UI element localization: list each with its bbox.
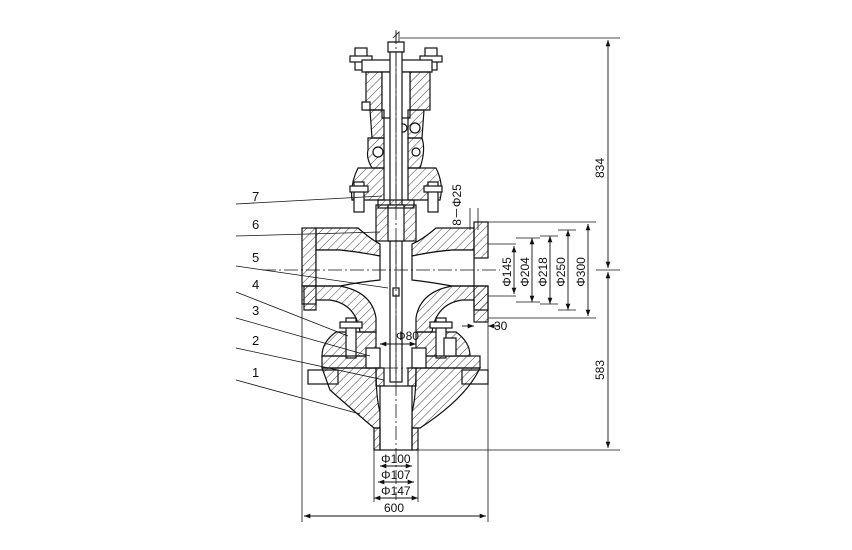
part-label-6: 6 [252, 217, 259, 232]
center-lines [262, 30, 500, 500]
flange-dia-145: Φ145 [500, 257, 514, 287]
outlet-dia-107: Φ107 [381, 468, 411, 482]
flange-dia-218: Φ218 [536, 257, 550, 287]
stem-seat-label: Φ80 [396, 329, 419, 343]
outlet-dia-100: Φ100 [381, 452, 411, 466]
part-label-2: 2 [252, 333, 259, 348]
outlet-dia-147: Φ147 [381, 484, 411, 498]
part-label-7: 7 [252, 189, 259, 204]
dimension-height-lower [418, 269, 620, 451]
dimension-height-upper [400, 37, 620, 268]
part-label-1: 1 [252, 365, 259, 380]
height-lower-label: 583 [593, 360, 607, 380]
flange-dia-250: Φ250 [554, 257, 568, 287]
part-leaders [235, 195, 389, 415]
part-label-5: 5 [252, 250, 259, 265]
flange-dia-204: Φ204 [518, 257, 532, 287]
flange-diameter-dimensions [488, 221, 596, 319]
part-label-3: 3 [252, 303, 259, 318]
flange-dia-300: Φ300 [574, 257, 588, 287]
height-upper-label: 834 [593, 158, 607, 178]
width-label: 600 [384, 501, 404, 515]
dimension-width [301, 304, 489, 522]
part-label-4: 4 [252, 277, 259, 292]
bolt-hole-dimension [469, 208, 479, 230]
bolt-hole-label: 8－Φ25 [450, 184, 464, 226]
flange-thickness-label: 30 [494, 319, 508, 333]
outlet-diameter-dimensions [373, 450, 419, 502]
valve-body [301, 221, 489, 451]
